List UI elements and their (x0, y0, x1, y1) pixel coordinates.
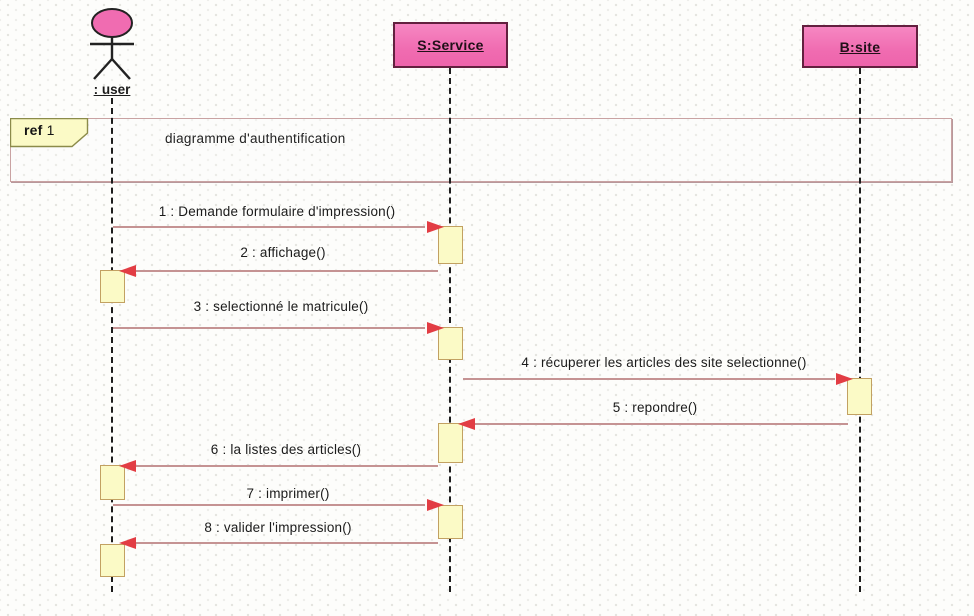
actor-label: : user (93, 82, 131, 97)
message-2-line[interactable] (136, 270, 438, 272)
participant-bsite[interactable]: B:site (802, 25, 918, 68)
message-6-label: 6 : la listes des articles() (210, 442, 362, 457)
message-4-line[interactable] (463, 378, 835, 380)
ref-frame-label-pentagon[interactable] (10, 118, 90, 148)
actor-figure[interactable] (82, 6, 142, 84)
message-8-label: 8 : valider l'impression() (204, 520, 352, 535)
participant-service[interactable]: S:Service (393, 22, 508, 68)
message-1-line[interactable] (113, 226, 425, 228)
participant-service-label: S:Service (417, 37, 484, 53)
actor-head-icon (91, 8, 133, 38)
message-6-arrowhead-icon (119, 460, 136, 472)
message-2-label: 2 : affichage() (240, 245, 326, 260)
message-5-arrowhead-icon (458, 418, 475, 430)
message-5-label: 5 : repondre() (612, 400, 698, 415)
message-5-line[interactable] (475, 423, 848, 425)
message-7-arrowhead-icon (427, 499, 444, 511)
ref-frame-operator: ref 1 (24, 122, 55, 138)
lifeline-bsite[interactable] (859, 68, 861, 592)
lifeline-user[interactable] (111, 98, 113, 592)
message-3-arrowhead-icon (427, 322, 444, 334)
ref-frame-title: diagramme d'authentification (165, 131, 346, 146)
message-7-line[interactable] (113, 504, 425, 506)
message-4-label: 4 : récuperer les articles des site sele… (521, 355, 807, 370)
message-3-line[interactable] (113, 327, 425, 329)
message-7-label: 7 : imprimer() (246, 486, 330, 501)
message-8-arrowhead-icon (119, 537, 136, 549)
message-6-line[interactable] (136, 465, 438, 467)
message-4-arrowhead-icon (836, 373, 853, 385)
message-8-line[interactable] (136, 542, 438, 544)
activation-user-3[interactable] (100, 544, 125, 577)
message-1-label: 1 : Demande formulaire d'impression() (158, 204, 396, 219)
message-2-arrowhead-icon (119, 265, 136, 277)
ref-frame[interactable] (10, 118, 952, 182)
message-1-arrowhead-icon (427, 221, 444, 233)
message-3-label: 3 : selectionné le matricule() (193, 299, 369, 314)
participant-bsite-label: B:site (839, 38, 881, 55)
